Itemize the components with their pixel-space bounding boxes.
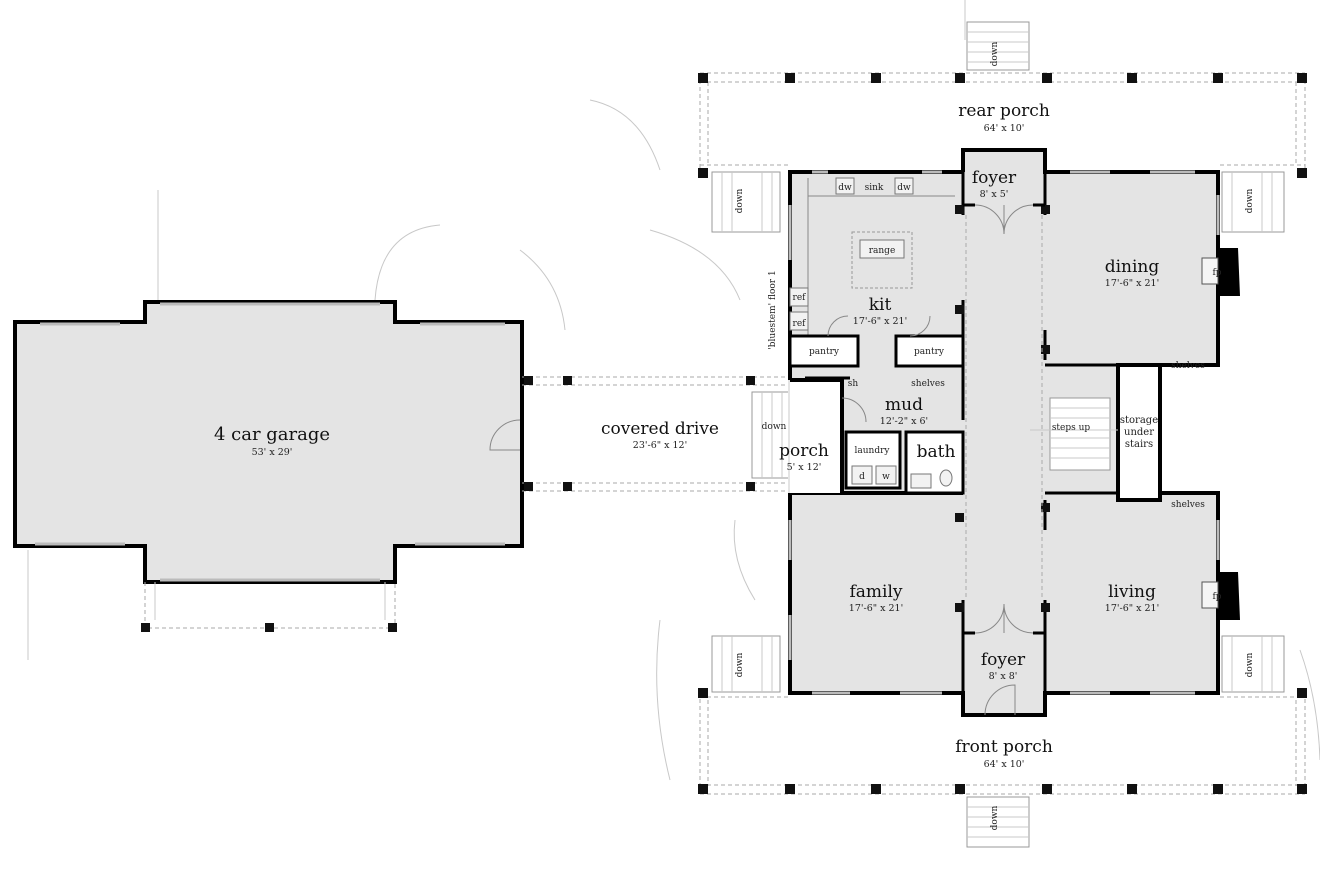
front-porch-name: front porch	[955, 737, 1053, 757]
foyer-front-name: foyer	[981, 650, 1026, 670]
laundry-label: laundry	[855, 446, 891, 456]
side-porch-steps: down	[751, 391, 793, 479]
shelves-label-mud: shelves	[911, 379, 945, 389]
covered-drive-name: covered drive	[601, 419, 719, 439]
pantry-label-left: pantry	[809, 347, 840, 357]
bluestem-note: 'bluestem' floor 1	[768, 270, 778, 349]
family-name: family	[849, 582, 902, 602]
garage-dim: 53' x 29'	[252, 447, 293, 458]
foyer-rear-dim: 8' x 5'	[980, 189, 1009, 200]
sh-label: sh	[848, 379, 859, 389]
ref-label-2: ref	[793, 319, 807, 329]
rear-porch-dim: 64' x 10'	[984, 123, 1025, 134]
dining-name: dining	[1105, 257, 1160, 277]
site-lines	[27, 0, 1320, 781]
garage-name: 4 car garage	[214, 424, 330, 445]
range-label: range	[869, 246, 896, 256]
front-porch: down down down front porch 64' x 10'	[698, 635, 1307, 848]
porch-name: porch	[779, 441, 829, 461]
storage-label-3: stairs	[1125, 439, 1153, 450]
kitchen-dim: 17'-6" x 21'	[853, 316, 907, 327]
foyer-rear-name: foyer	[972, 168, 1017, 188]
storage-label-1: storage	[1120, 415, 1158, 426]
steps-up-label: steps up	[1052, 423, 1091, 433]
front-left-stair-down-label: down	[735, 652, 745, 677]
kitchen-name: kit	[869, 295, 892, 315]
ref-label-1: ref	[793, 293, 807, 303]
front-right-stair-down-label: down	[1245, 652, 1255, 677]
rear-stair-down-label: down	[990, 41, 1000, 66]
shelves-label-living: shelves	[1171, 500, 1205, 510]
rear-porch-name: rear porch	[958, 101, 1050, 121]
living-name: living	[1108, 582, 1156, 602]
living-dim: 17'-6" x 21'	[1105, 603, 1159, 614]
washer-label: w	[882, 472, 890, 482]
covered-drive-dim: 23'-6" x 12'	[633, 440, 687, 451]
side-steps-down-label: down	[762, 422, 787, 432]
dw-label-left: dw	[838, 183, 852, 193]
front-porch-dim: 64' x 10'	[984, 759, 1025, 770]
mud-dim: 12'-2" x 6'	[880, 416, 928, 427]
storage-label-2: under	[1124, 427, 1154, 438]
dw-label-right: dw	[897, 183, 911, 193]
family-dim: 17'-6" x 21'	[849, 603, 903, 614]
bath-name: bath	[917, 442, 956, 462]
dryer-label: d	[859, 472, 865, 482]
rear-right-stair-down-label: down	[1245, 188, 1255, 213]
rear-porch: down down down rear porch 64' x 10'	[698, 21, 1307, 233]
shelves-label-dining: shelves	[1171, 361, 1205, 371]
porch-dim: 5' x 12'	[787, 462, 822, 473]
sink-label: sink	[865, 183, 884, 193]
garage: 4 car garage 53' x 29'	[13, 300, 524, 632]
main-house: dw sink dw range ref ref pantry pantry s…	[768, 148, 1240, 717]
mud-name: mud	[885, 395, 923, 415]
foyer-front-dim: 8' x 8'	[989, 671, 1018, 682]
dining-dim: 17'-6" x 21'	[1105, 278, 1159, 289]
front-stair-down-label: down	[990, 805, 1000, 830]
fp-label-dining: fp	[1212, 268, 1221, 278]
covered-drive: covered drive 23'-6" x 12'	[522, 376, 790, 492]
pantry-label-right: pantry	[914, 347, 945, 357]
rear-left-stair-down-label: down	[735, 188, 745, 213]
fp-label-living: fp	[1212, 592, 1221, 602]
